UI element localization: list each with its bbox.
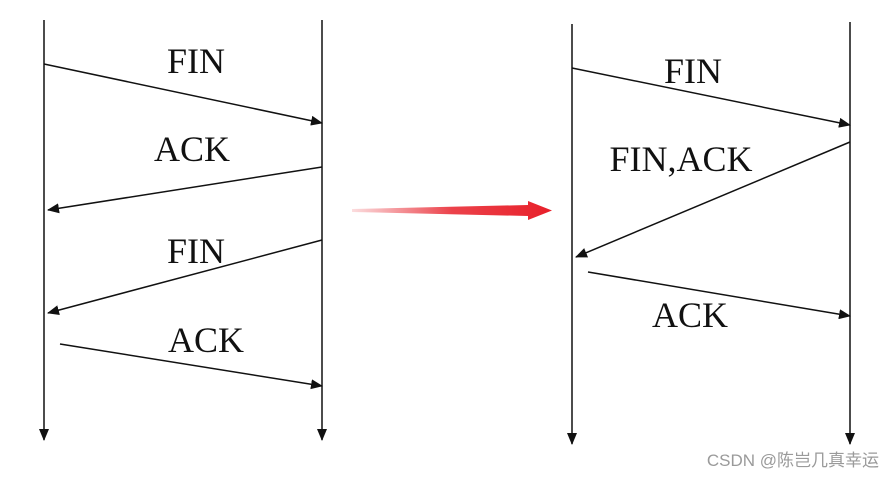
right-message-2-label: FIN,ACK <box>609 139 752 179</box>
right-message-1-label: FIN <box>664 51 722 91</box>
left-message-3-arrow <box>47 239 323 315</box>
left-diagram: FIN ACK FIN ACK <box>39 20 327 441</box>
left-message-4-arrow <box>59 343 323 390</box>
right-message-3-label: ACK <box>652 295 728 335</box>
left-message-2-arrow <box>47 166 323 214</box>
right-message-2-arrow <box>575 141 851 258</box>
right-message-1-arrow <box>571 67 851 128</box>
right-diagram: FIN FIN,ACK ACK <box>567 22 855 445</box>
left-message-1-arrow <box>43 63 323 126</box>
left-message-4-label: ACK <box>168 320 244 360</box>
transition-arrow <box>352 201 552 220</box>
left-message-1-label: FIN <box>167 41 225 81</box>
left-message-3-label: FIN <box>167 231 225 271</box>
right-message-3-arrow <box>587 271 851 320</box>
left-message-2-label: ACK <box>154 129 230 169</box>
watermark: CSDN @陈岂几真幸运 <box>706 451 879 470</box>
